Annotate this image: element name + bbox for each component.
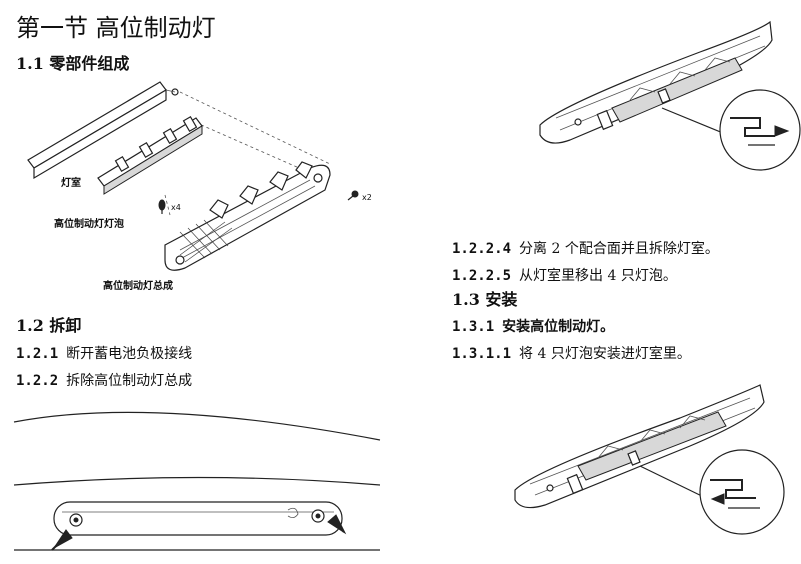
step-text: 分离 2 个配合面并且拆除灯室。	[519, 241, 719, 257]
label-bulb: 高位制动灯灯泡	[54, 219, 124, 230]
step-1-3-1: 1.3.1 安装高位制动灯。	[452, 320, 614, 334]
step-1-2-2-4: 1.2.2.4 分离 2 个配合面并且拆除灯室。	[452, 242, 719, 256]
step-number: 1.3.1.1	[452, 346, 512, 362]
section-title: 安装	[485, 290, 518, 309]
section-title: 零部件组成	[49, 54, 130, 73]
label-assembly: 高位制动灯总成	[103, 281, 173, 292]
label-screw-qty: x2	[362, 193, 372, 202]
label-lamp-housing: 灯室	[61, 178, 81, 189]
section-number: 1.2	[16, 316, 44, 335]
step-text: 拆除高位制动灯总成	[66, 373, 193, 389]
step-1-2-1: 1.2.1 断开蓄电池负极接线	[16, 347, 192, 361]
section-heading-1-1: 1.1 零部件组成	[16, 56, 129, 72]
step-1-2-2: 1.2.2 拆除高位制动灯总成	[16, 374, 192, 388]
step-text: 断开蓄电池负极接线	[66, 346, 193, 362]
arrow-right-icon	[774, 125, 790, 137]
lamp-assembly-part	[164, 161, 331, 271]
step-number: 1.2.2	[16, 373, 59, 389]
screw-part	[347, 190, 359, 201]
section-heading-1-2: 1.2 拆卸	[16, 318, 81, 334]
page-title: 第一节 高位制动灯	[16, 14, 216, 42]
section-title: 拆卸	[49, 316, 82, 335]
lamp-housing-part	[97, 115, 203, 195]
step-1-3-1-1: 1.3.1.1 将 4 只灯泡安装进灯室里。	[452, 347, 691, 361]
step-1-2-2-5: 1.2.2.5 从灯室里移出 4 只灯泡。	[452, 269, 677, 283]
step-number: 1.2.2.5	[452, 268, 512, 284]
section-heading-1-3: 1.3 安装	[452, 292, 517, 308]
step-text: 将 4 只灯泡安装进灯室里。	[519, 346, 691, 362]
arrow-left-icon	[710, 493, 725, 505]
step-text: 从灯室里移出 4 只灯泡。	[519, 268, 677, 284]
mounting-bracket	[27, 81, 179, 180]
leader-lines	[164, 91, 331, 216]
bulb-part	[158, 199, 166, 214]
step-number: 1.2.1	[16, 346, 59, 362]
section-number: 1.3	[452, 290, 480, 309]
label-bulb-qty: x4	[171, 203, 181, 212]
step-number: 1.2.2.4	[452, 241, 512, 257]
section-number: 1.1	[16, 54, 44, 73]
step-text: 安装高位制动灯。	[502, 319, 615, 335]
step-number: 1.3.1	[452, 319, 495, 335]
